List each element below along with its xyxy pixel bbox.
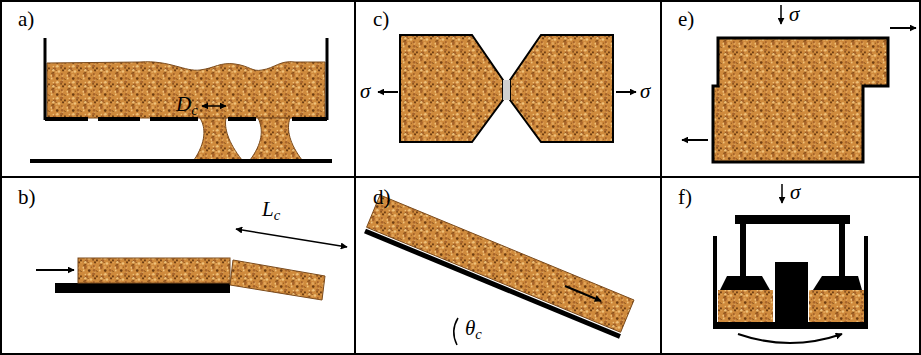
stress-label: σ xyxy=(790,181,800,204)
panel-letter: d) xyxy=(373,186,391,209)
tensile-drawing xyxy=(378,35,636,142)
panel-letter: c) xyxy=(373,8,389,31)
shear-drawing xyxy=(682,5,916,162)
angle-label: θc xyxy=(465,317,482,340)
stress-label: σ xyxy=(640,80,650,103)
cantilever-drawing xyxy=(36,229,347,300)
panel-letter: f) xyxy=(678,186,692,209)
panel-letter: a) xyxy=(18,8,34,31)
panel-letter: e) xyxy=(678,8,694,31)
angle-arc xyxy=(454,318,458,345)
silo-drawing xyxy=(30,38,332,161)
dimension-label: Lc xyxy=(262,198,280,221)
dimension-label: Dc xyxy=(176,93,198,116)
stress-label: σ xyxy=(789,3,799,26)
ring-shear-drawing xyxy=(713,184,868,343)
dimension-arrow xyxy=(236,229,347,247)
stress-label: σ xyxy=(360,80,370,103)
panel-letter: b) xyxy=(18,186,36,209)
push-arrow xyxy=(36,269,74,271)
dimension-arrow xyxy=(202,105,226,107)
incline-drawing xyxy=(365,195,634,345)
